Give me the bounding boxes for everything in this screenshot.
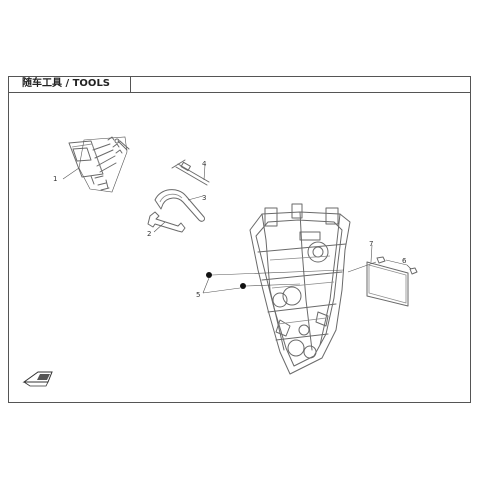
tool-kit-icon — [62, 136, 130, 193]
spanner-icon — [147, 211, 186, 233]
callout-5: 5 — [196, 291, 200, 299]
callout-2: 2 — [147, 230, 151, 238]
hook-wrench-icon — [154, 189, 205, 222]
fastener-icon — [202, 269, 345, 294]
rod-tool-icon — [171, 159, 210, 186]
title-row: 随车工具 / TOOLS — [8, 76, 471, 93]
callout-6: 6 — [402, 257, 407, 265]
vehicle-frame-icon — [249, 203, 351, 375]
callout-7: 7 — [369, 240, 373, 248]
direction-arrow-icon — [22, 371, 53, 387]
fastener-icon — [347, 256, 418, 275]
callout-3: 3 — [202, 194, 206, 202]
diagram-title: 随车工具 / TOOLS — [8, 76, 131, 92]
diagram-frame — [8, 76, 471, 403]
plate-icon — [366, 244, 409, 307]
callout-4: 4 — [202, 160, 207, 168]
callout-1: 1 — [53, 175, 57, 183]
